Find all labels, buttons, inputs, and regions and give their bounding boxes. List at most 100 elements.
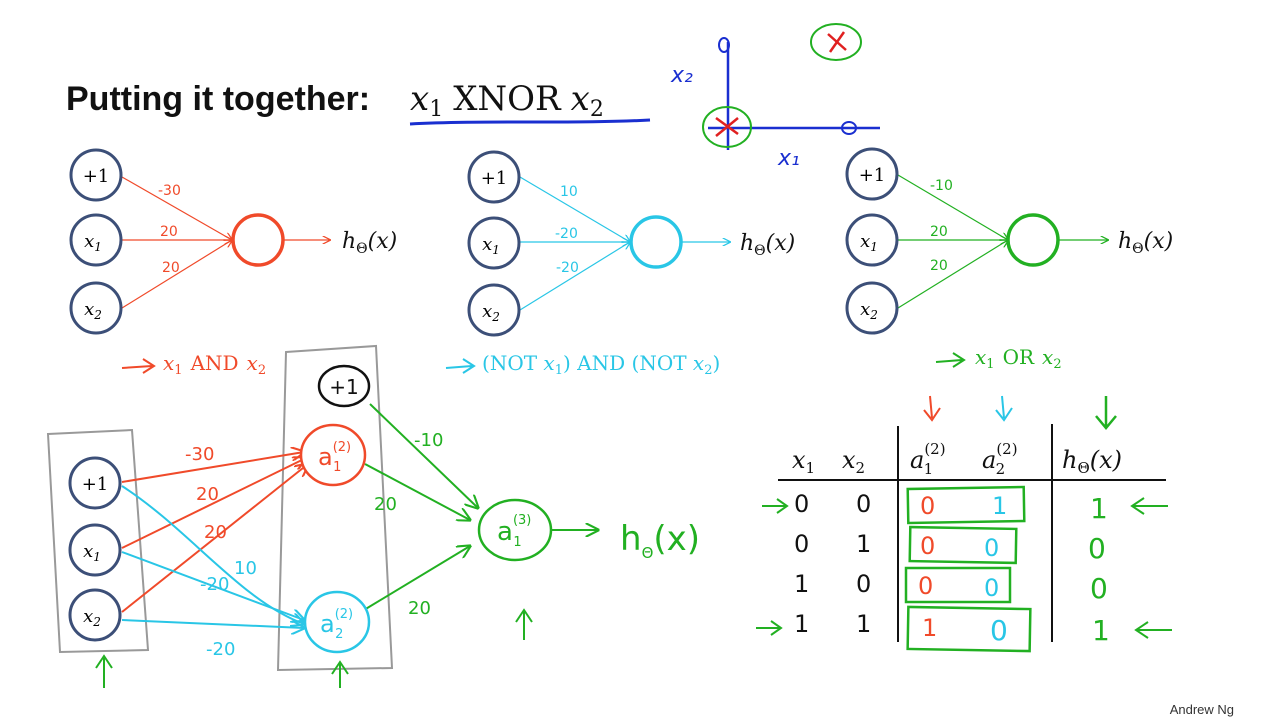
row-arrow-icon [762, 498, 789, 514]
weight-label: 20 [408, 598, 431, 619]
row-highlight-box [904, 566, 1012, 604]
weight-label: -30 [185, 444, 214, 465]
hidden-node-a2-label: a(2)2 [320, 607, 353, 642]
table-cell: 0 [794, 490, 809, 518]
table-cell: 0 [984, 534, 999, 562]
table-cell: 0 [1088, 532, 1106, 565]
output-node-a3 [477, 498, 553, 562]
truth-table: x1 x2 a(2)1 a(2)2 hΘ(x) 0 0 0 1 1 0 1 0 … [756, 395, 1172, 653]
svg-text:(NOT x1) AND (NOT x2): (NOT x1) AND (NOT x2) [482, 351, 720, 378]
table-cell: 1 [1092, 614, 1110, 647]
table-header: hΘ(x) [1062, 446, 1122, 477]
table-cell: 0 [856, 570, 871, 598]
hidden-node-a1-label: a(2)1 [318, 440, 351, 475]
hidden-node-a2 [303, 590, 371, 654]
layer-arrow-icon [515, 608, 533, 640]
node-label-bias: +1 [481, 168, 508, 189]
output-node-a3-label: a(3)1 [497, 513, 531, 550]
network-not-and: +1 x1 x2 10 -20 -20 hΘ(x) [467, 150, 795, 337]
layer-arrow-icon [95, 654, 113, 688]
row-arrow-icon [1134, 621, 1172, 639]
table-cell: 0 [920, 532, 935, 560]
slide-title: Putting it together: [66, 80, 370, 118]
weight-label: 10 [234, 558, 257, 579]
table-cell: 0 [984, 574, 999, 602]
table-header: x1 [792, 446, 815, 477]
input-node-x1 [467, 216, 521, 270]
table-cell: 0 [1090, 572, 1108, 605]
hidden-bias-node [317, 364, 371, 408]
weight-label: -10 [414, 430, 443, 451]
plot-marker-x [827, 31, 847, 53]
hidden-node-a1 [299, 423, 367, 487]
table-cell: 1 [1090, 492, 1108, 525]
weight-label: -20 [556, 260, 579, 276]
weight-label: -10 [930, 178, 953, 194]
table-header: x2 [842, 446, 865, 477]
plot-highlight-circle [702, 106, 752, 148]
table-cell: 0 [990, 614, 1008, 647]
plot-marker-o [841, 121, 857, 135]
weight-label: 20 [374, 494, 397, 515]
table-cell: 0 [920, 492, 935, 520]
weight-label: -20 [206, 639, 235, 660]
combined-network: +1 x1 x2 +1 a(2)1 a(2)2 a(3)1 hΘ(x) -30 … [46, 344, 700, 688]
table-cell: 0 [918, 572, 933, 600]
node-label-bias: +1 [82, 474, 109, 495]
plot-x-label: x₁ [777, 146, 800, 171]
table-header: a(2)2 [982, 440, 1018, 478]
column-arrow-icon [995, 395, 1013, 422]
input-node-bias [845, 147, 899, 201]
plot-highlight-circle [810, 23, 862, 61]
weight-label: 20 [196, 484, 219, 505]
row-highlight-box [906, 485, 1026, 525]
row-highlight-box [908, 525, 1018, 565]
row-highlight-box [906, 605, 1032, 653]
table-cell: 0 [856, 490, 871, 518]
weight-label: 10 [560, 184, 578, 200]
layer-arrow-icon [331, 660, 349, 688]
row-arrow-icon [756, 620, 783, 636]
plot-y-label: x₂ [670, 63, 693, 88]
hidden-bias-label: +1 [329, 375, 358, 399]
table-header: a(2)1 [910, 440, 946, 478]
table-cell: 1 [856, 530, 871, 558]
output-node-or [1006, 213, 1060, 267]
plot-marker-o [718, 37, 730, 53]
output-label: hΘ(x) [1118, 229, 1173, 257]
input-node-x1 [69, 213, 123, 267]
output-label: hΘ(x) [740, 231, 795, 259]
node-label-bias: +1 [859, 165, 886, 186]
weight-label: -20 [555, 226, 578, 242]
weight-label: 20 [204, 522, 227, 543]
weight-label: -20 [200, 574, 229, 595]
table-cell: 1 [794, 570, 809, 598]
table-cell: 1 [856, 610, 871, 638]
column-arrow-icon [923, 395, 941, 422]
input-layer-box [46, 428, 150, 654]
input-node-bias [68, 456, 122, 510]
input-node-x2 [467, 283, 521, 337]
caption-not-and: (NOT x1) AND (NOT x2) [445, 351, 720, 378]
input-node-x2 [69, 281, 123, 335]
weight-label: 20 [160, 224, 178, 240]
network-or: +1 x1 x2 -10 20 20 hΘ(x) [845, 147, 1173, 335]
weight-label: 20 [930, 224, 948, 240]
input-node-bias [467, 150, 521, 204]
table-cell: 1 [794, 610, 809, 638]
title-underline [409, 118, 651, 126]
hidden-layer-box [276, 344, 394, 672]
output-node-not-and [629, 215, 683, 269]
input-node-x1 [68, 523, 122, 577]
node-label-bias: +1 [83, 166, 110, 187]
row-arrow-icon [1130, 497, 1168, 515]
output-label: hΘ(x) [342, 229, 397, 257]
input-node-x2 [845, 281, 899, 335]
weight-label: 20 [162, 260, 180, 276]
